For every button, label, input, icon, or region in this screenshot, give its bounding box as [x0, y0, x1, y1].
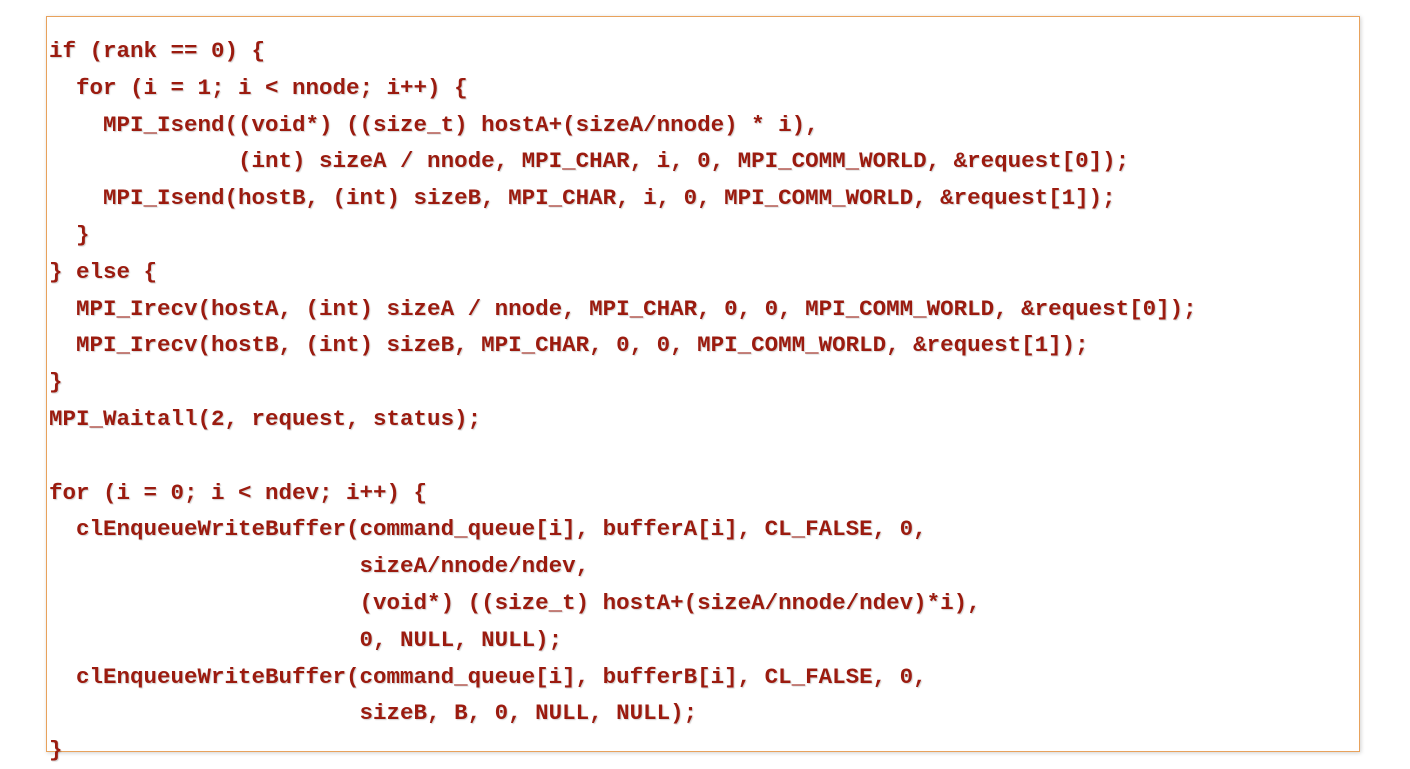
code-line-15: sizeA/nnode/ndev, — [49, 553, 590, 580]
code-line-19: sizeB, B, 0, NULL, NULL); — [49, 700, 698, 727]
code-line-20: } — [49, 737, 63, 764]
code-line-9: MPI_Irecv(hostB, (int) sizeB, MPI_CHAR, … — [49, 332, 1089, 359]
code-line-2: for (i = 1; i < nnode; i++) { — [49, 74, 468, 101]
code-line-14: clEnqueueWriteBuffer(command_queue[i], b… — [49, 516, 927, 543]
code-line-4: (int) sizeA / nnode, MPI_CHAR, i, 0, MPI… — [49, 148, 1130, 175]
code-listing-box: if (rank == 0) { for (i = 1; i < nnode; … — [46, 16, 1360, 763]
code-line-10: } — [49, 369, 63, 396]
code-line-7: } else { — [49, 258, 158, 285]
code-line-3: MPI_Isend((void*) ((size_t) hostA+(sizeA… — [49, 111, 819, 138]
code-line-1: if (rank == 0) { — [49, 38, 266, 64]
code-line-11: MPI_Waitall(2, request, status); — [49, 405, 482, 432]
code-line-13: for (i = 0; i < ndev; i++) { — [49, 479, 428, 506]
code-line-18: clEnqueueWriteBuffer(command_queue[i], b… — [49, 663, 927, 690]
code-line-17: 0, NULL, NULL); — [49, 626, 563, 653]
code-line-6: } — [49, 221, 90, 248]
code-line-12 — [49, 438, 1197, 475]
code-block: if (rank == 0) { for (i = 1; i < nnode; … — [49, 33, 1197, 769]
code-line-8: MPI_Irecv(hostA, (int) sizeA / nnode, MP… — [49, 295, 1197, 322]
code-line-16: (void*) ((size_t) hostA+(sizeA/nnode/nde… — [49, 589, 981, 616]
code-line-5: MPI_Isend(hostB, (int) sizeB, MPI_CHAR, … — [49, 185, 1116, 212]
